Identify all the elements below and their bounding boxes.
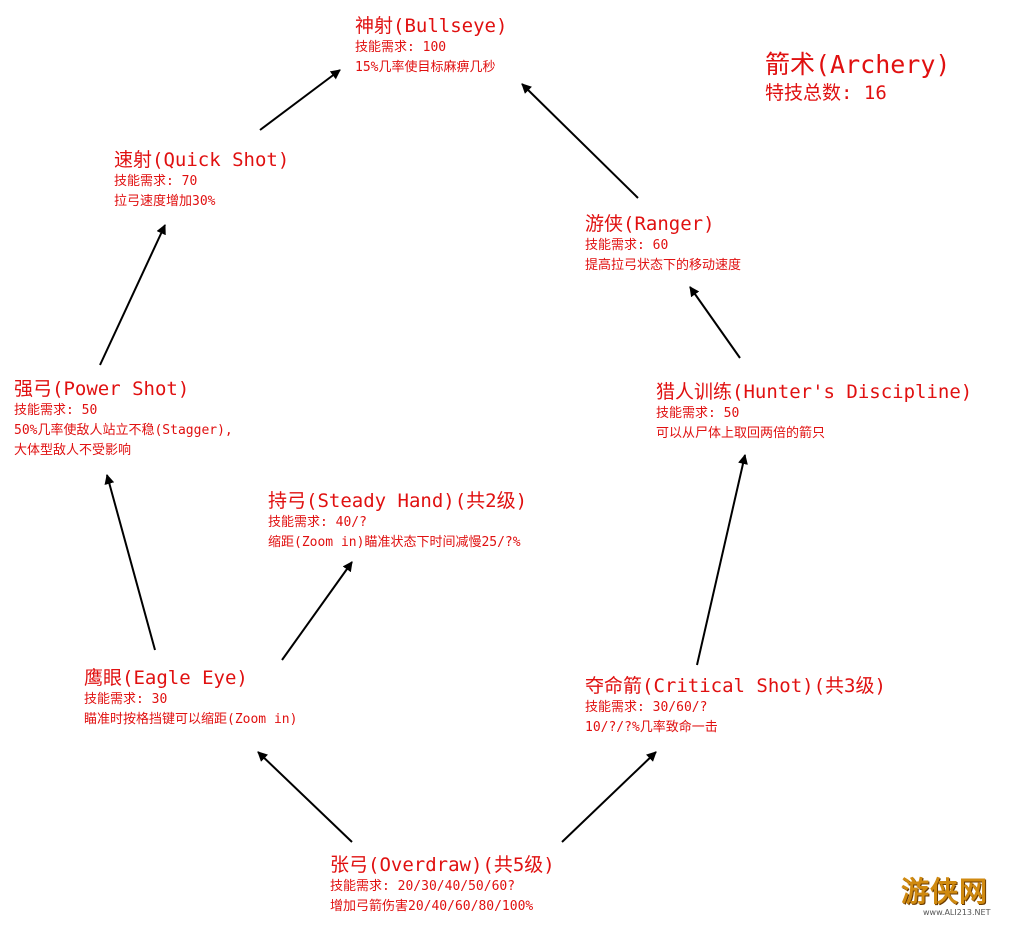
node-eagle-eye: 鹰眼(Eagle Eye) 技能需求: 30 瞄准时按格挡键可以缩距(Zoom … — [84, 666, 297, 730]
arrow-overdraw-to-critical-shot — [561, 751, 657, 843]
node-hunters-discipline: 猎人训练(Hunter's Discipline) 技能需求: 50 可以从尸体… — [656, 380, 972, 444]
skill-tree-title: 箭术(Archery) — [765, 50, 951, 79]
arrow-hunters-discipline-to-ranger — [689, 286, 741, 359]
node-overdraw: 张弓(Overdraw)(共5级) 技能需求: 20/30/40/50/60? … — [330, 853, 555, 917]
logo-text: 游侠网 — [901, 875, 989, 908]
node-requirement: 技能需求: 60 — [585, 238, 669, 253]
arrow-critical-shot-to-hunters-discipline — [696, 454, 748, 666]
node-power-shot: 强弓(Power Shot) 技能需求: 50 50%几率使敌人站立不稳(Sta… — [14, 377, 233, 461]
node-requirement: 技能需求: 70 — [114, 174, 198, 189]
perk-count: 特技总数: 16 — [765, 82, 887, 104]
skill-tree-header: 箭术(Archery) 特技总数: 16 — [765, 50, 950, 106]
node-quick-shot: 速射(Quick Shot) 技能需求: 70 拉弓速度增加30% — [114, 148, 289, 212]
arrow-overdraw-to-eagle-eye — [257, 751, 353, 843]
node-name: 游侠(Ranger) — [585, 213, 715, 235]
node-ranger: 游侠(Ranger) 技能需求: 60 提高拉弓状态下的移动速度 — [585, 212, 741, 276]
node-requirement: 技能需求: 50 — [14, 403, 98, 418]
ali213-logo: 游侠网 www.ALI213.NET — [893, 868, 1003, 926]
node-description: 10/?/?%几率致命一击 — [585, 720, 718, 735]
node-requirement: 技能需求: 100 — [355, 40, 447, 55]
node-steady-hand: 持弓(Steady Hand)(共2级) 技能需求: 40/? 缩距(Zoom … — [268, 489, 527, 553]
node-description: 拉弓速度增加30% — [114, 194, 216, 209]
arrow-eagle-eye-to-steady-hand — [281, 561, 353, 661]
node-name: 夺命箭(Critical Shot)(共3级) — [585, 675, 886, 697]
node-description: 50%几率使敌人站立不稳(Stagger), — [14, 423, 233, 438]
node-bullseye: 神射(Bullseye) 技能需求: 100 15%几率使目标麻痹几秒 — [355, 14, 507, 78]
logo-site: www.ALI213.NET — [923, 908, 991, 917]
node-requirement: 技能需求: 50 — [656, 406, 740, 421]
node-critical-shot: 夺命箭(Critical Shot)(共3级) 技能需求: 30/60/? 10… — [585, 674, 886, 738]
node-description: 瞄准时按格挡键可以缩距(Zoom in) — [84, 712, 298, 727]
node-requirement: 技能需求: 30 — [84, 692, 168, 707]
node-requirement: 技能需求: 30/60/? — [585, 700, 708, 715]
node-name: 张弓(Overdraw)(共5级) — [330, 854, 555, 876]
node-description: 可以从尸体上取回两倍的箭只 — [656, 426, 826, 441]
arrow-power-shot-to-quick-shot — [99, 224, 166, 366]
node-requirement: 技能需求: 40/? — [268, 515, 367, 530]
arrow-quick-shot-to-bullseye — [259, 69, 341, 131]
node-name: 鹰眼(Eagle Eye) — [84, 667, 248, 689]
arrow-eagle-eye-to-power-shot — [104, 474, 156, 651]
node-description: 增加弓箭伤害20/40/60/80/100% — [330, 899, 534, 914]
arrow-ranger-to-bullseye — [521, 83, 639, 199]
node-description: 缩距(Zoom in)瞄准状态下时间减慢25/?% — [268, 535, 521, 550]
node-requirement: 技能需求: 20/30/40/50/60? — [330, 879, 516, 894]
node-description: 15%几率使目标麻痹几秒 — [355, 60, 496, 75]
node-name: 持弓(Steady Hand)(共2级) — [268, 490, 528, 512]
node-name: 猎人训练(Hunter's Discipline) — [656, 381, 973, 403]
node-name: 强弓(Power Shot) — [14, 378, 190, 400]
node-description-2: 大体型敌人不受影响 — [14, 443, 132, 458]
node-name: 神射(Bullseye) — [355, 15, 508, 37]
node-name: 速射(Quick Shot) — [114, 149, 290, 171]
node-description: 提高拉弓状态下的移动速度 — [585, 258, 742, 273]
